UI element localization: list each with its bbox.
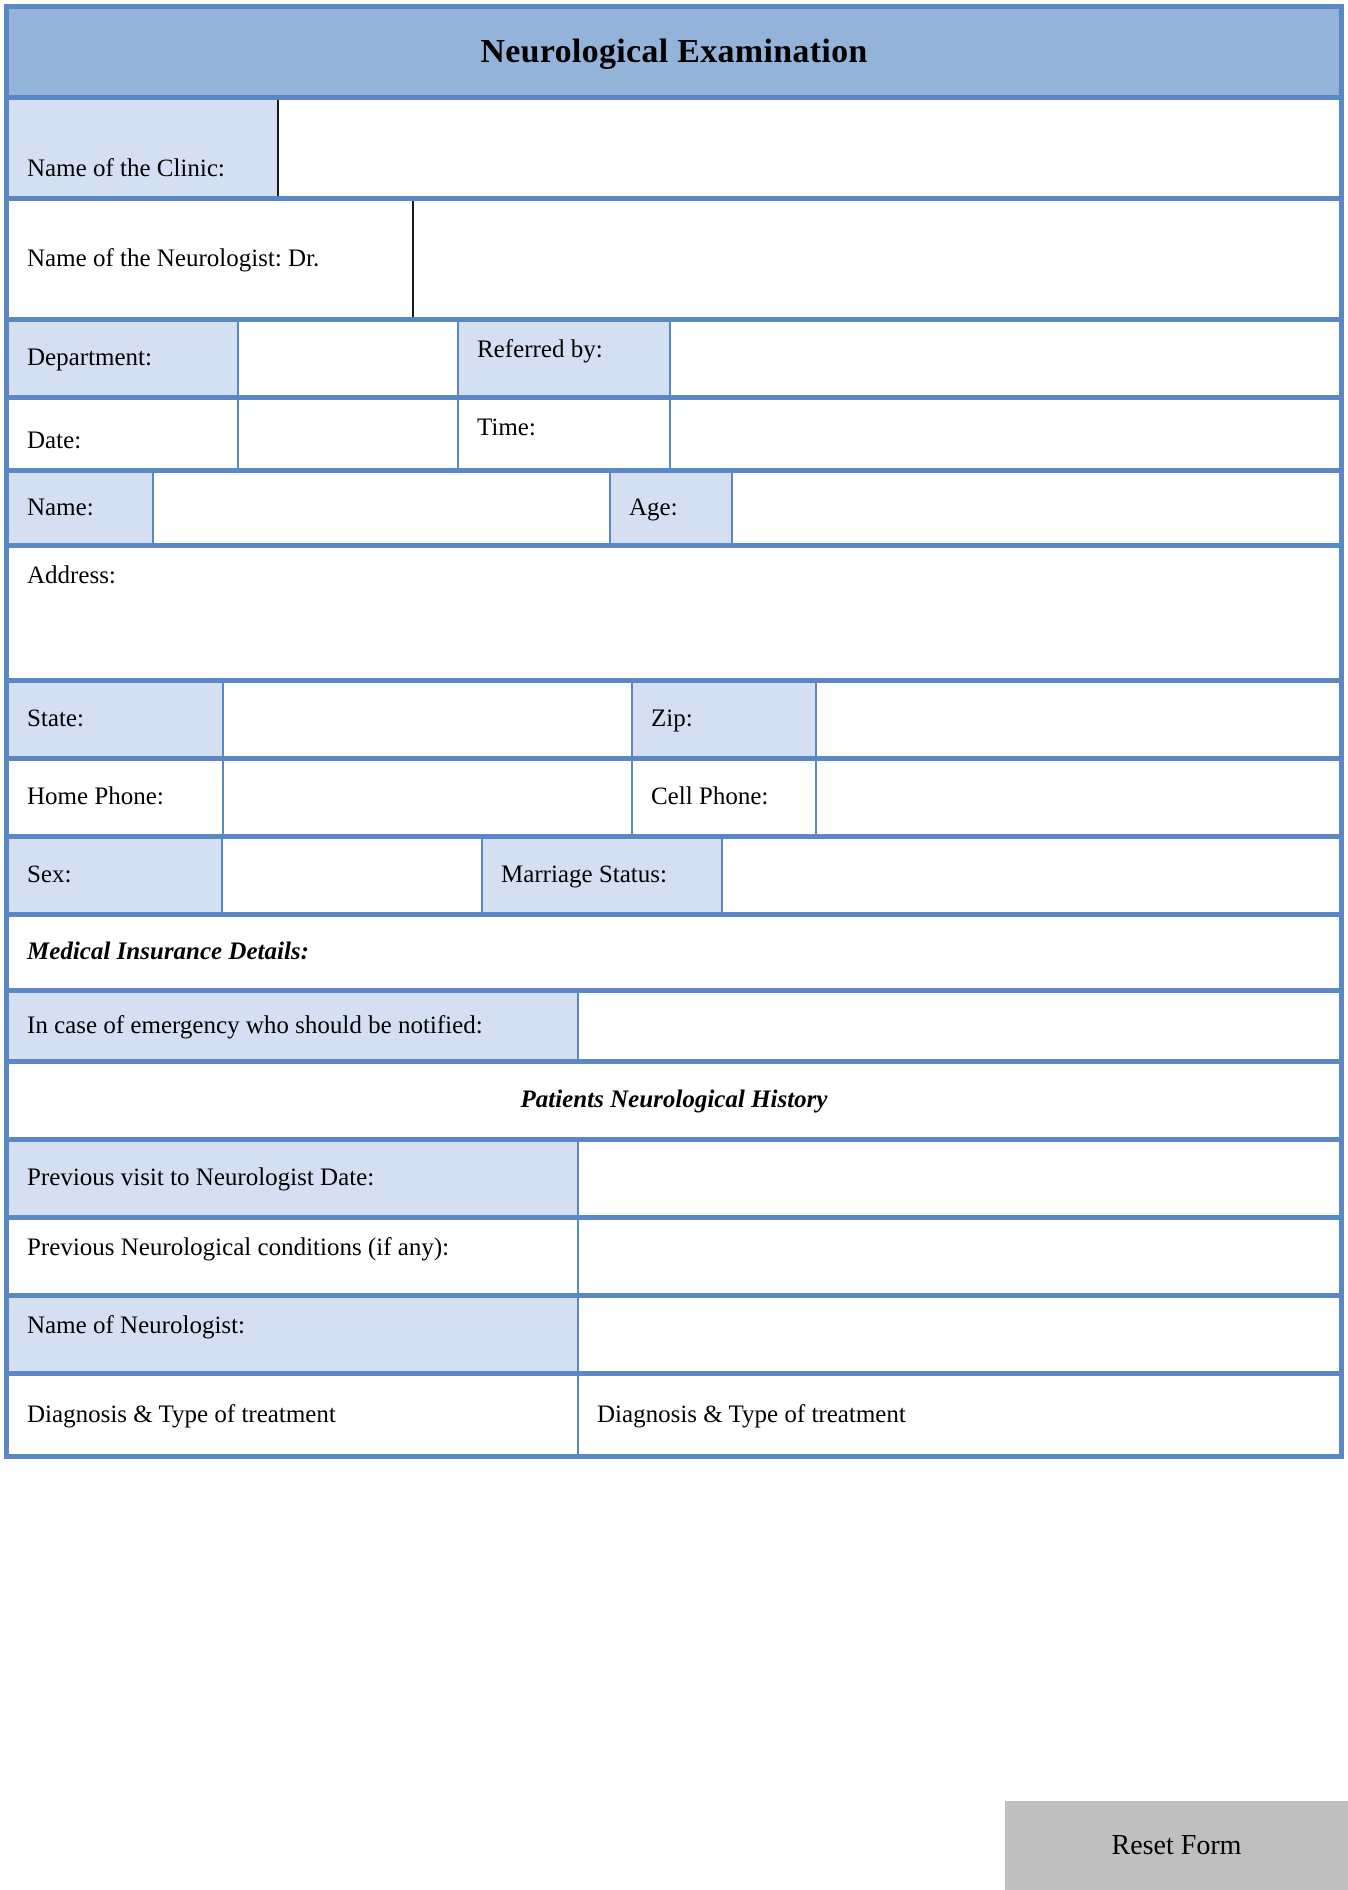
field-previous-conditions[interactable] xyxy=(577,1220,1339,1293)
label-date: Date: xyxy=(9,400,237,468)
row-history-heading: Patients Neurological History xyxy=(9,1064,1339,1142)
field-department[interactable] xyxy=(237,322,457,395)
row-phones: Home Phone: Cell Phone: xyxy=(9,761,1339,839)
field-date[interactable] xyxy=(237,400,457,468)
label-diagnosis-right: Diagnosis & Type of treatment xyxy=(577,1376,1339,1454)
history-heading: Patients Neurological History xyxy=(520,1086,828,1114)
label-emergency-contact: In case of emergency who should be notif… xyxy=(9,993,577,1059)
field-clinic[interactable] xyxy=(277,100,1339,196)
label-diagnosis-left: Diagnosis & Type of treatment xyxy=(9,1376,577,1454)
row-medical-insurance: Medical Insurance Details: xyxy=(9,917,1339,993)
label-home-phone: Home Phone: xyxy=(9,761,222,834)
row-history-neurologist-name: Name of Neurologist: xyxy=(9,1298,1339,1376)
field-referred-by[interactable] xyxy=(669,322,1339,395)
label-state: State: xyxy=(9,683,222,756)
field-history-neurologist-name[interactable] xyxy=(577,1298,1339,1371)
row-address: Address: xyxy=(9,548,1339,683)
label-history-neurologist-name: Name of Neurologist: xyxy=(9,1298,577,1371)
field-age[interactable] xyxy=(731,473,1339,543)
row-state-zip: State: Zip: xyxy=(9,683,1339,761)
field-zip[interactable] xyxy=(815,683,1339,756)
page-title: Neurological Examination xyxy=(480,33,868,70)
row-sex-marriage: Sex: Marriage Status: xyxy=(9,839,1339,917)
label-address: Address: xyxy=(27,562,116,589)
label-zip: Zip: xyxy=(631,683,815,756)
field-time[interactable] xyxy=(669,400,1339,468)
field-marriage-status[interactable] xyxy=(721,839,1339,912)
row-diagnosis: Diagnosis & Type of treatment Diagnosis … xyxy=(9,1376,1339,1454)
reset-form-container: Reset Form xyxy=(1005,1801,1348,1890)
field-emergency-contact[interactable] xyxy=(577,993,1339,1059)
row-neurologist: Name of the Neurologist: Dr. xyxy=(9,201,1339,322)
label-department: Department: xyxy=(9,322,237,395)
row-clinic: Name of the Clinic: xyxy=(9,100,1339,201)
field-patient-name[interactable] xyxy=(152,473,609,543)
field-sex[interactable] xyxy=(221,839,481,912)
row-department-referred: Department: Referred by: xyxy=(9,322,1339,400)
field-previous-visit[interactable] xyxy=(577,1142,1339,1215)
label-marriage-status: Marriage Status: xyxy=(481,839,721,912)
row-name-age: Name: Age: xyxy=(9,473,1339,548)
row-emergency-contact: In case of emergency who should be notif… xyxy=(9,993,1339,1064)
label-age: Age: xyxy=(609,473,731,543)
label-medical-insurance: Medical Insurance Details: xyxy=(27,938,309,966)
form-title-banner: Neurological Examination xyxy=(9,9,1339,100)
label-previous-visit: Previous visit to Neurologist Date: xyxy=(9,1142,577,1215)
field-home-phone[interactable] xyxy=(222,761,631,834)
label-sex: Sex: xyxy=(9,839,221,912)
row-previous-visit: Previous visit to Neurologist Date: xyxy=(9,1142,1339,1220)
label-patient-name: Name: xyxy=(9,473,152,543)
label-cell-phone: Cell Phone: xyxy=(631,761,815,834)
field-neurologist[interactable] xyxy=(412,201,1339,317)
field-cell-phone[interactable] xyxy=(815,761,1339,834)
label-neurologist: Name of the Neurologist: Dr. xyxy=(9,201,412,317)
field-medical-insurance[interactable]: Medical Insurance Details: xyxy=(9,917,1339,988)
row-date-time: Date: Time: xyxy=(9,400,1339,473)
reset-form-button[interactable]: Reset Form xyxy=(1005,1801,1348,1890)
label-previous-conditions: Previous Neurological conditions (if any… xyxy=(9,1220,577,1293)
label-clinic: Name of the Clinic: xyxy=(9,100,277,196)
label-time: Time: xyxy=(457,400,669,468)
neurological-examination-form: Neurological Examination Name of the Cli… xyxy=(4,4,1344,1459)
field-state[interactable] xyxy=(222,683,631,756)
field-address[interactable]: Address: xyxy=(9,548,1339,678)
row-previous-conditions: Previous Neurological conditions (if any… xyxy=(9,1220,1339,1298)
label-referred-by: Referred by: xyxy=(457,322,669,395)
history-heading-cell: Patients Neurological History xyxy=(9,1064,1339,1137)
